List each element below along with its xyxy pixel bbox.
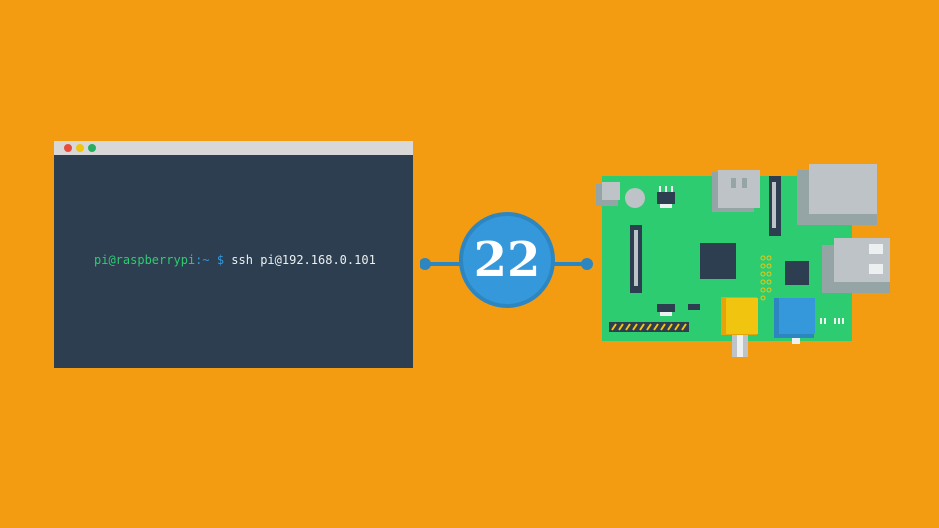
terminal-command-line[interactable]: pi@raspberrypi:~ $ ssh pi@192.168.0.101 [94, 253, 376, 267]
maximize-window-dot[interactable] [88, 144, 96, 152]
terminal-titlebar [54, 141, 413, 155]
minimize-window-dot[interactable] [76, 144, 84, 152]
ssh-connection-line [420, 212, 593, 308]
terminal-window: pi@raspberrypi:~ $ ssh pi@192.168.0.101 [54, 141, 413, 368]
port-number: 22 [473, 232, 541, 288]
ssh-command: ssh pi@192.168.0.101 [231, 253, 376, 267]
close-window-dot[interactable] [64, 144, 72, 152]
prompt-user: pi@raspberrypi [94, 253, 196, 267]
port-badge-circle [459, 212, 555, 308]
raspberry-pi-board-icon [596, 164, 890, 357]
prompt-path: :~ $ [195, 253, 225, 267]
